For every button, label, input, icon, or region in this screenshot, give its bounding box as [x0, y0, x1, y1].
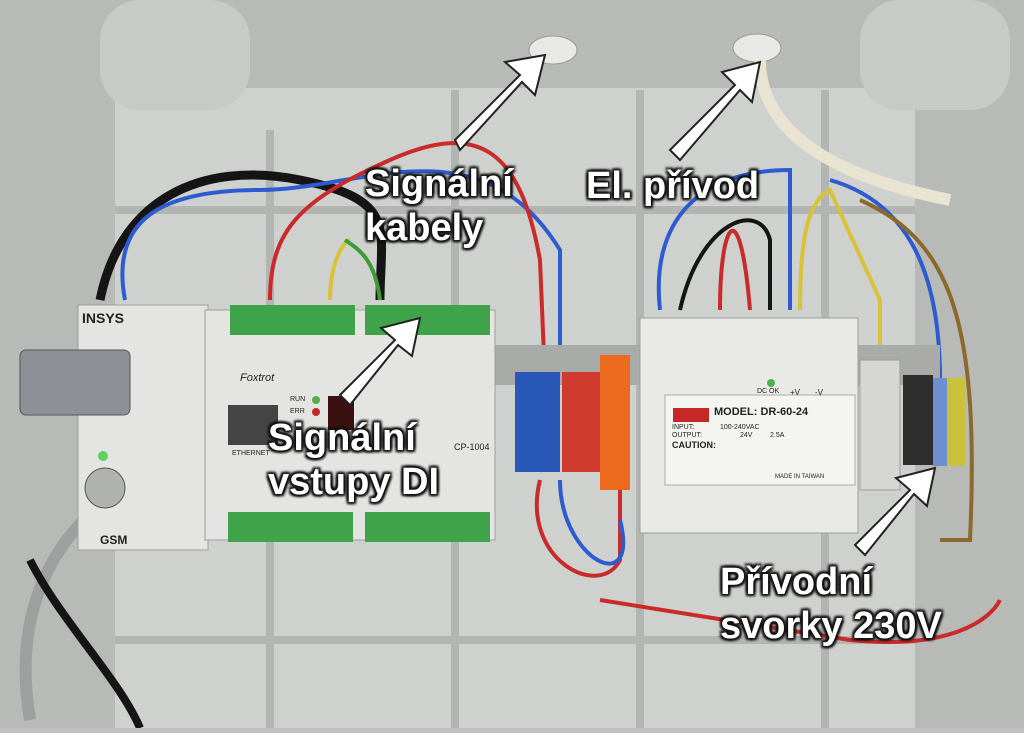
psu-dcok-led: [767, 379, 775, 387]
terminal-block-orange: [600, 355, 630, 490]
plc-ethernet-label: ETHERNET: [232, 450, 270, 457]
psu-caution-label: CAUTION:: [672, 440, 716, 450]
modem-model-label: GSM: [100, 533, 128, 547]
arrow-terminals-icon: [853, 466, 937, 557]
arrow-power-feed-icon: [668, 60, 762, 162]
ethernet-port: [228, 405, 278, 445]
plc-terminal-top-left: [230, 305, 355, 335]
modem-brand-label: INSYS: [82, 310, 125, 326]
callout-power-feed: El. přívod: [586, 165, 760, 207]
plc-terminal-bottom-right: [365, 512, 490, 542]
callout-signal-cables: Signální kabely: [365, 163, 513, 249]
terminal-black: [903, 375, 933, 465]
terminal-block-red: [562, 372, 602, 472]
arrow-signal-inputs-icon: [338, 316, 422, 407]
plc-run-label: RUN: [290, 396, 306, 403]
psu-plus-label: +V: [790, 388, 801, 397]
psu-current-value: 2.5A: [770, 432, 785, 439]
plc-run-led: [312, 396, 320, 404]
psu-made-label: MADE IN TAIWAN: [775, 474, 825, 480]
antenna-connector: [84, 467, 126, 509]
corner-post-left: [100, 0, 250, 110]
plc-terminal-bottom-left: [228, 512, 353, 542]
plc-err-label: ERR: [290, 408, 305, 415]
terminal-block-blue: [515, 372, 560, 472]
psu-output-label: OUTPUT:: [672, 432, 702, 439]
psu-input-label: INPUT:: [672, 424, 695, 431]
cable-gland-right: [732, 33, 782, 63]
callout-terminals: Přívodní svorky 230V: [720, 561, 942, 647]
arrow-signal-cables-icon: [453, 53, 547, 152]
plc-model-label: CP-1004: [454, 442, 490, 452]
plc-brand-label: Foxtrot: [240, 372, 275, 384]
modem-led: [98, 451, 108, 461]
corner-post-right: [860, 0, 1010, 110]
psu-input-value: 100-240VAC: [720, 424, 760, 431]
gsm-modem: [77, 304, 209, 551]
psu-minus-label: -V: [815, 388, 823, 397]
terminal-light-blue: [933, 378, 947, 466]
terminal-earth: [947, 378, 965, 466]
psu-brand-logo: [673, 408, 709, 422]
serial-connector: [19, 349, 131, 416]
psu-model-label: MODEL: DR-60-24: [714, 406, 809, 418]
plc-err-led: [312, 408, 320, 416]
relay-module: [859, 359, 901, 491]
psu-output-value: 24V: [740, 432, 753, 439]
psu-dcok-label: DC OK: [757, 388, 780, 395]
callout-signal-inputs: Signální vstupy DI: [268, 417, 440, 503]
annotation-arrows: [338, 53, 937, 557]
